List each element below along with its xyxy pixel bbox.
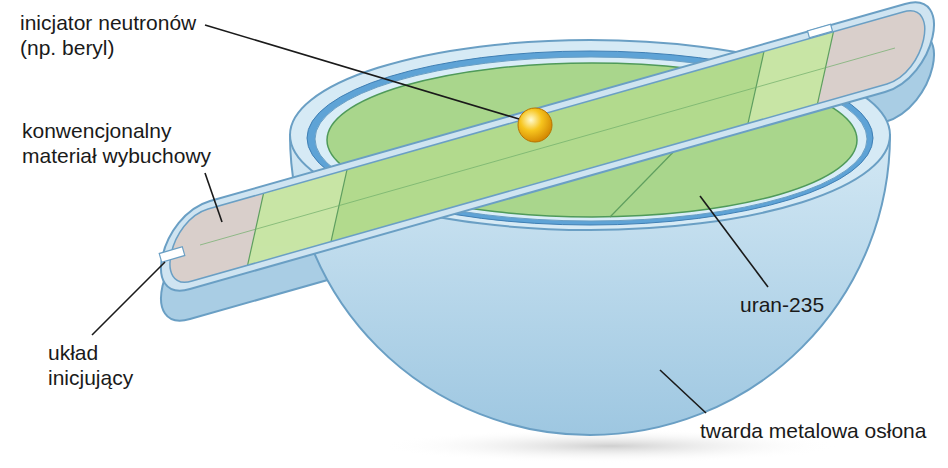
- callout-label: układ inicjujący: [48, 340, 160, 390]
- leader-line: [92, 262, 165, 335]
- callout-label: konwencjonalny materiał wybuchowy: [22, 118, 222, 168]
- casing-arm: [161, 2, 934, 290]
- leader-line: [205, 173, 222, 222]
- leader-line: [660, 370, 706, 413]
- callout-label: inicjator neutronów (np. beryl): [20, 10, 220, 60]
- leader-line: [205, 25, 519, 119]
- leader-lines: [92, 25, 768, 413]
- neutron-initiator: [518, 108, 552, 142]
- section-axis: [200, 48, 895, 245]
- detonator: [808, 24, 833, 37]
- callout-label: uran-235: [740, 292, 824, 317]
- arm-face-outline: [170, 11, 925, 282]
- detonator: [159, 247, 185, 262]
- callout-label: twarda metalowa osłona: [700, 418, 926, 443]
- leader-line: [700, 196, 768, 287]
- explosive-charge: [53, 193, 264, 320]
